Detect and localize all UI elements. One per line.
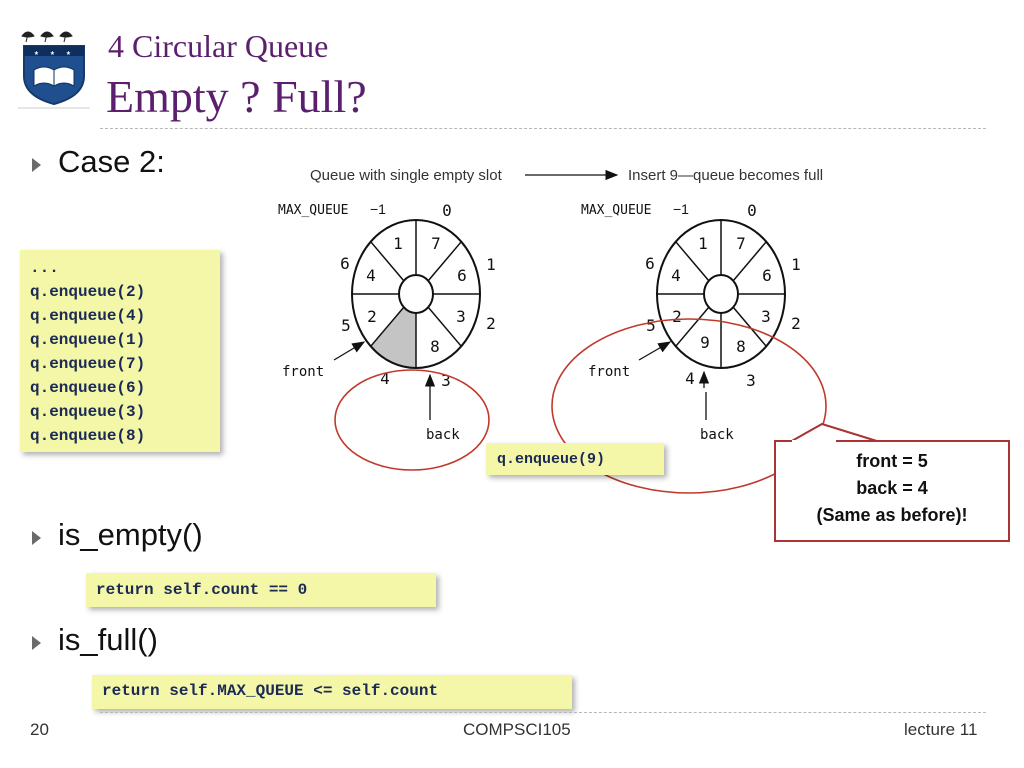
enqueue9-code: q.enqueue(9) <box>486 443 664 475</box>
right-index-0: 0 <box>747 201 757 220</box>
left-back-label: back <box>426 427 460 443</box>
university-logo: ★ ★ ★ <box>18 31 90 118</box>
callout-line-front: front = 5 <box>856 451 928 471</box>
right-slot-5-value: 2 <box>672 307 682 326</box>
right-slot-7-value: 1 <box>698 234 708 253</box>
bullet-is-full-label: is_full() <box>58 622 158 657</box>
right-highlight-ellipse <box>551 318 827 494</box>
code-line: q.enqueue(7) <box>30 355 146 373</box>
code-line: q.enqueue(4) <box>30 307 146 325</box>
left-slot-3-value: 8 <box>430 337 440 356</box>
course-name: COMPSCI105 <box>463 720 571 739</box>
left-max-queue-label: MAX_QUEUE <box>278 203 348 218</box>
left-index-0: 0 <box>442 201 452 220</box>
left-front-label: front <box>282 364 324 380</box>
right-max-queue-suffix: −1 <box>673 201 689 217</box>
code-line: q.enqueue(1) <box>30 331 146 349</box>
svg-text:★: ★ <box>50 48 55 57</box>
callout-line-back: back = 4 <box>856 478 928 498</box>
left-highlight-ellipse <box>334 369 490 471</box>
left-index-2: 2 <box>486 314 496 333</box>
right-index-4: 4 <box>685 369 695 388</box>
svg-text:★: ★ <box>34 48 39 57</box>
code-line: q.enqueue(6) <box>30 379 146 397</box>
code-line: q.enqueue(3) <box>30 403 146 421</box>
lecture-label: lecture 11 <box>904 720 978 739</box>
right-slot-4-value: 9 <box>700 333 710 352</box>
right-slot-0-value: 7 <box>736 234 746 253</box>
svg-text:★: ★ <box>66 48 71 57</box>
right-index-2: 2 <box>791 314 801 333</box>
caption-left: Queue with single empty slot <box>310 167 503 184</box>
front-back-callout: front = 5 back = 4 (Same as before)! <box>774 440 1010 542</box>
right-index-3: 3 <box>746 371 756 390</box>
left-slot-5-value: 2 <box>367 307 377 326</box>
bullet-case-label: Case 2: <box>58 144 165 179</box>
left-slot-2-value: 3 <box>456 307 466 326</box>
right-front-arrow <box>638 341 672 361</box>
slide-title-line2: Empty ? Full? <box>106 71 367 122</box>
footer-divider <box>100 712 986 713</box>
right-index-6: 6 <box>645 254 655 273</box>
bullet-arrow-icon <box>32 636 41 650</box>
is-full-code: return self.MAX_QUEUE <= self.count <box>92 675 572 709</box>
left-index-1: 1 <box>486 255 496 274</box>
left-queue-ring: 7 6 3 8 2 4 1 0 1 2 3 4 5 6 MAX_QUEUE −1… <box>278 201 496 443</box>
right-front-label: front <box>588 364 630 380</box>
left-max-queue-suffix: −1 <box>370 201 386 217</box>
callout-line-note: (Same as before)! <box>816 505 968 525</box>
code-line: ... <box>30 259 59 277</box>
left-front-arrow <box>333 341 366 361</box>
header-divider <box>100 128 986 129</box>
code-line: q.enqueue(2) <box>30 283 146 301</box>
right-back-label: back <box>700 427 734 443</box>
callout-pointer <box>789 422 881 443</box>
circular-queue-diagram: Queue with single empty slot Insert 9—qu… <box>278 167 881 494</box>
left-slot-0-value: 7 <box>431 234 441 253</box>
bullet-arrow-icon <box>32 158 41 172</box>
left-index-3: 3 <box>441 371 451 390</box>
right-slot-1-value: 6 <box>762 266 772 285</box>
right-max-queue-label: MAX_QUEUE <box>581 203 651 218</box>
right-slot-3-value: 8 <box>736 337 746 356</box>
left-slot-6-value: 4 <box>366 266 376 285</box>
callout-pointer-gap <box>792 440 836 443</box>
left-index-4: 4 <box>380 369 390 388</box>
code-line: q.enqueue(8) <box>30 427 146 445</box>
enqueue-code-block: ... q.enqueue(2) q.enqueue(4) q.enqueue(… <box>20 250 220 452</box>
right-index-1: 1 <box>791 255 801 274</box>
left-index-5: 5 <box>341 316 351 335</box>
left-slot-7-value: 1 <box>393 234 403 253</box>
page-number: 20 <box>30 720 49 739</box>
right-slot-2-value: 3 <box>761 307 771 326</box>
bullet-arrow-icon <box>32 531 41 545</box>
right-queue-ring: 7 6 3 8 9 2 4 1 0 1 2 3 4 5 6 MAX_QUEUE … <box>581 201 801 443</box>
left-slot-1-value: 6 <box>457 266 467 285</box>
caption-right: Insert 9—queue becomes full <box>628 167 823 184</box>
slide-title-line1: 4 Circular Queue <box>108 28 329 64</box>
is-empty-code: return self.count == 0 <box>86 573 436 607</box>
right-index-5: 5 <box>646 316 656 335</box>
bullet-is-empty-label: is_empty() <box>58 517 203 552</box>
right-slot-6-value: 4 <box>671 266 681 285</box>
left-index-6: 6 <box>340 254 350 273</box>
